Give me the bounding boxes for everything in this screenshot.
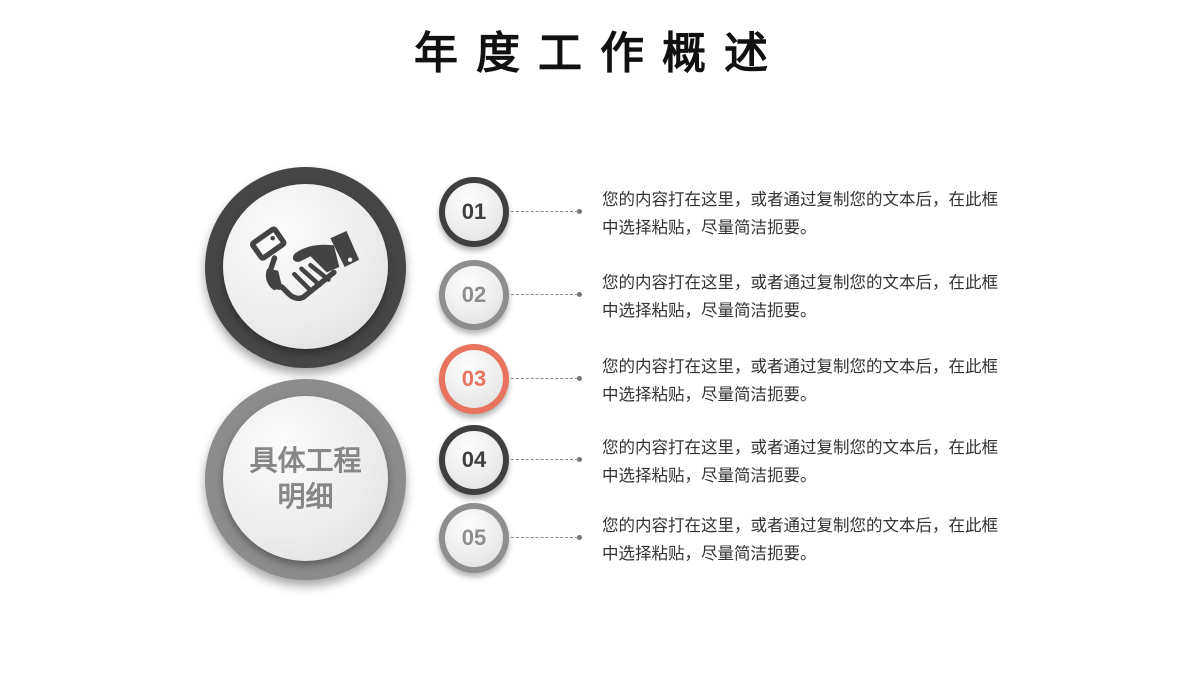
list-item-03: 03 您的内容打在这里，或者通过复制您的文本后，在此框中选择粘贴，尽量简洁扼要。: [439, 344, 1039, 414]
dashed-connector: [511, 378, 578, 379]
dashed-connector: [511, 294, 578, 295]
connector-dot: [577, 376, 582, 381]
connector-dot: [577, 535, 582, 540]
list-item-01: 01 您的内容打在这里，或者通过复制您的文本后，在此框中选择粘贴，尽量简洁扼要。: [439, 177, 1039, 247]
page-title: 年度工作概述: [414, 28, 786, 79]
item-description: 您的内容打在这里，或者通过复制您的文本后，在此框中选择粘贴，尽量简洁扼要。: [602, 516, 998, 563]
connector-dot: [577, 457, 582, 462]
number-badge: 05: [439, 503, 509, 573]
connector-dot: [577, 209, 582, 214]
number-badge: 04: [439, 425, 509, 495]
project-detail-label: 具体工程 明细: [249, 443, 361, 515]
project-detail-circle: 具体工程 明细: [205, 379, 406, 580]
handshake-circle-face: [223, 184, 388, 349]
number-label: 01: [445, 183, 503, 241]
dashed-connector: [511, 211, 578, 212]
number-badge: 01: [439, 177, 509, 247]
project-detail-label-line1: 具体工程: [249, 443, 362, 477]
item-description: 您的内容打在这里，或者通过复制您的文本后，在此框中选择粘贴，尽量简洁扼要。: [602, 190, 998, 237]
item-description: 您的内容打在这里，或者通过复制您的文本后，在此框中选择粘贴，尽量简洁扼要。: [602, 273, 998, 320]
item-description: 您的内容打在这里，或者通过复制您的文本后，在此框中选择粘贴，尽量简洁扼要。: [602, 357, 998, 404]
list-item-02: 02 您的内容打在这里，或者通过复制您的文本后，在此框中选择粘贴，尽量简洁扼要。: [439, 260, 1039, 330]
item-description: 您的内容打在这里，或者通过复制您的文本后，在此框中选择粘贴，尽量简洁扼要。: [602, 438, 998, 485]
number-label: 04: [445, 431, 503, 489]
dashed-connector: [511, 459, 578, 460]
number-label: 02: [445, 266, 503, 324]
project-detail-label-line2: 明细: [277, 479, 334, 513]
number-badge: 02: [439, 260, 509, 330]
list-item-05: 05 您的内容打在这里，或者通过复制您的文本后，在此框中选择粘贴，尽量简洁扼要。: [439, 503, 1039, 573]
connector-dot: [577, 292, 582, 297]
number-label: 03: [445, 350, 503, 408]
number-label: 05: [445, 509, 503, 567]
handshake-circle: [205, 167, 406, 368]
number-badge: 03: [439, 344, 509, 414]
list-item-04: 04 您的内容打在这里，或者通过复制您的文本后，在此框中选择粘贴，尽量简洁扼要。: [439, 425, 1039, 495]
project-detail-circle-face: 具体工程 明细: [223, 396, 388, 561]
handshake-icon: [249, 225, 359, 301]
dashed-connector: [511, 537, 578, 538]
